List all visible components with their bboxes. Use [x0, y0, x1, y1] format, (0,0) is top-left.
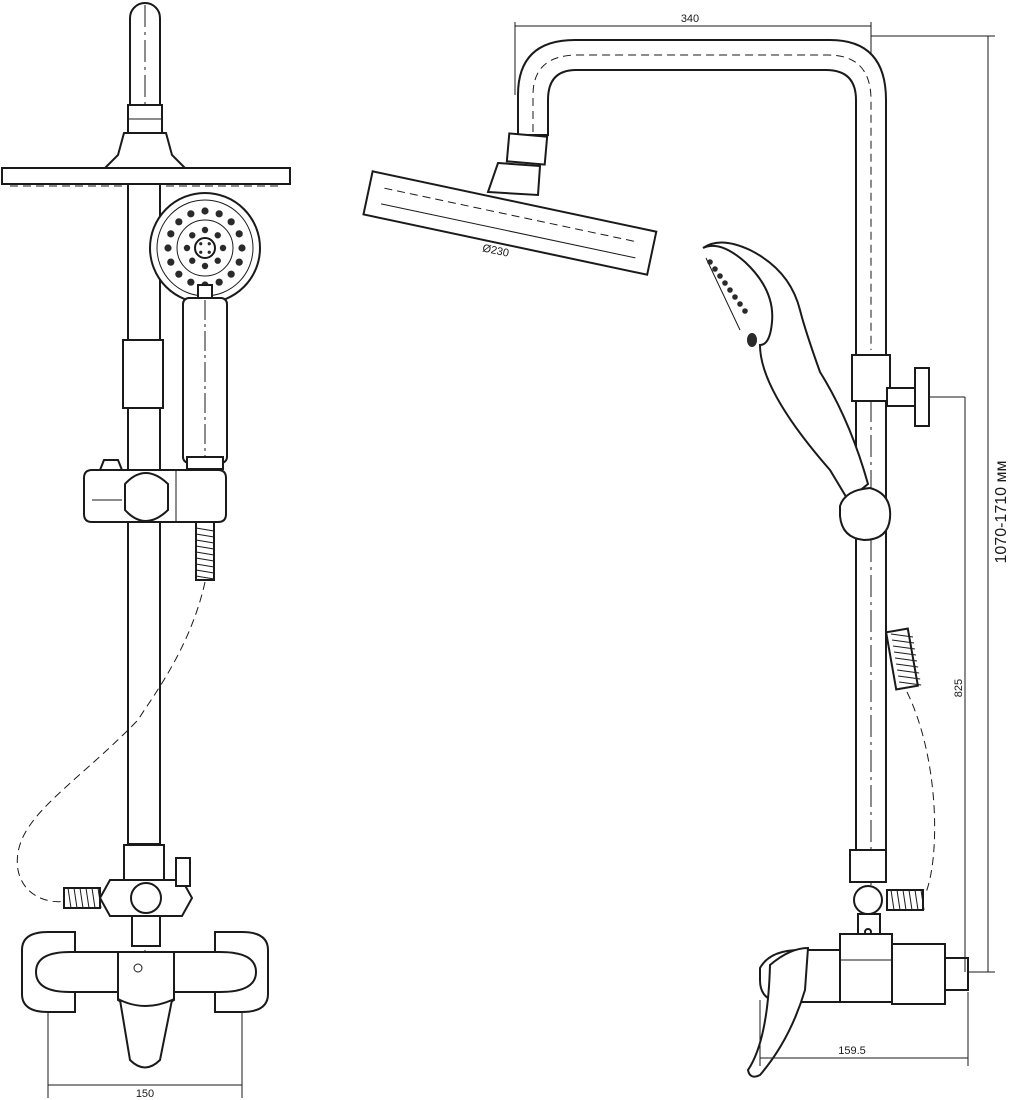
dimension-label-diameter: Ø230: [481, 242, 510, 259]
front-mixer-lever: [118, 998, 174, 1069]
side-bar-sleeve: [851, 354, 891, 402]
front-view: 150: [1, 2, 291, 1100]
dimension-label-150: 150: [136, 1088, 154, 1100]
front-rain-head: [1, 167, 291, 185]
side-wall-bracket: [886, 367, 965, 427]
front-diverter: [63, 844, 194, 947]
dimension-top-width: 340: [514, 13, 872, 95]
dimension-label-340: 340: [681, 13, 699, 25]
side-hand-shower: [702, 241, 870, 502]
front-slider-holder: [83, 459, 227, 523]
dimension-label-825: 825: [953, 679, 965, 697]
dimension-label-height: 1070-1710 мм: [993, 461, 1010, 564]
dimension-total-height: 1070-1710 мм: [871, 35, 1010, 973]
side-mixer-lever: [746, 946, 810, 1078]
dimension-label-159-5: 159.5: [838, 1045, 866, 1057]
side-view: Ø230: [362, 13, 1010, 1078]
front-head-neck: [102, 132, 188, 169]
dimension-bottom-side: 159.5: [759, 992, 969, 1066]
front-mixer: [21, 931, 269, 1069]
side-diverter: [849, 849, 925, 936]
front-hose: [16, 521, 215, 903]
side-head-connector: [505, 132, 549, 166]
side-arched-riser: [517, 39, 887, 356]
side-hose: [884, 627, 936, 896]
dimension-bottom-front: 150: [47, 1012, 243, 1100]
front-bar-sleeve: [122, 339, 164, 409]
front-hand-shower: [149, 192, 261, 470]
side-holder-ring: [839, 486, 892, 542]
side-mixer: [746, 933, 969, 1078]
side-rain-head: [362, 170, 658, 276]
dimension-holder-height: 825: [953, 397, 966, 972]
